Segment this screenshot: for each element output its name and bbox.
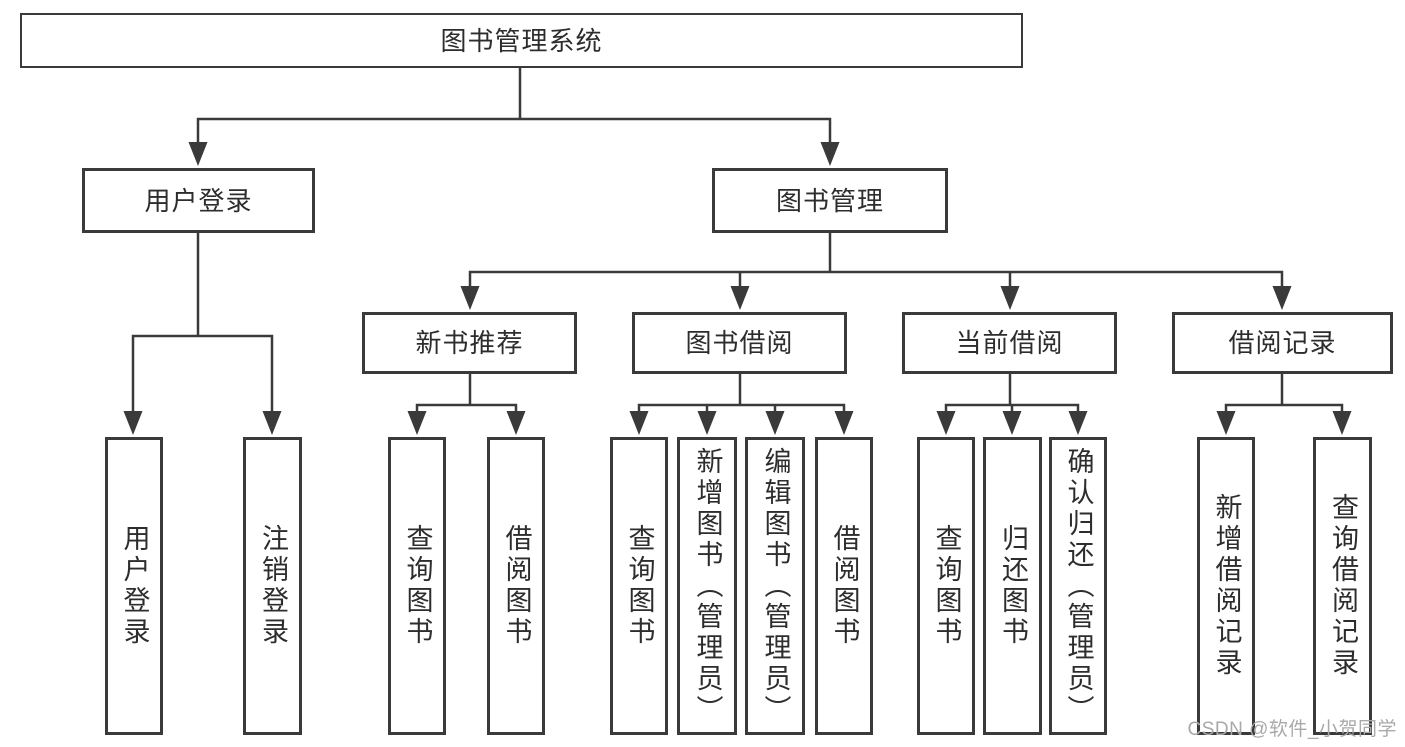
node-label: 查询图书 — [402, 524, 433, 648]
leaf-logout: 注销登录 — [243, 437, 302, 735]
leaf-borrow-books-recommend: 借阅图书 — [487, 437, 545, 735]
node-label: 图书管理 — [775, 185, 884, 216]
node-label: 图书借阅 — [685, 328, 794, 358]
node-borrowing-records: 借阅记录 — [1172, 312, 1393, 374]
leaf-user-login: 用户登录 — [105, 437, 163, 735]
node-library-management-system: 图书管理系统 — [20, 13, 1023, 68]
node-label: 用户登录 — [119, 524, 150, 648]
leaf-query-books-borrow: 查询图书 — [610, 437, 668, 735]
connector-new-book-to-leaves — [415, 372, 518, 417]
leaf-query-books-recommend: 查询图书 — [388, 437, 446, 735]
node-label: 借阅记录 — [1228, 328, 1337, 358]
node-label: 新书推荐 — [415, 328, 524, 358]
csdn-watermark: CSDN @软件_小贺同学 — [1187, 719, 1397, 740]
leaf-add-book-admin: 新增图书（管理员） — [677, 437, 737, 735]
leaf-edit-book-admin: 编辑图书（管理员） — [745, 437, 805, 735]
node-label: 当前借阅 — [955, 328, 1064, 358]
leaf-confirm-return-admin: 确认归还（管理员） — [1049, 437, 1107, 735]
node-book-borrowing: 图书借阅 — [632, 312, 847, 374]
node-label: 新增图书（管理员） — [692, 446, 723, 726]
node-label: 归还图书 — [998, 524, 1028, 648]
connector-book-management-to-level3 — [468, 230, 1284, 292]
node-label: 查询图书 — [624, 524, 655, 648]
connector-borrow-records-to-leaves — [1224, 373, 1344, 417]
node-label: 编辑图书（管理员） — [760, 446, 791, 726]
connector-user-login-to-leaves — [131, 231, 274, 417]
node-label: 确认归还（管理员） — [1063, 446, 1094, 726]
leaf-borrow-books: 借阅图书 — [815, 437, 873, 735]
node-user-login: 用户登录 — [82, 168, 315, 233]
node-label: 查询图书 — [931, 524, 962, 648]
connector-current-borrow-to-leaves — [944, 372, 1080, 417]
node-current-borrowing: 当前借阅 — [902, 312, 1117, 374]
leaf-return-book: 归还图书 — [983, 437, 1042, 735]
leaf-query-books-current: 查询图书 — [917, 437, 975, 735]
leaf-add-borrow-record: 新增借阅记录 — [1197, 437, 1255, 735]
node-label: 新增借阅记录 — [1211, 493, 1242, 679]
node-new-book-recommendation: 新书推荐 — [362, 312, 577, 374]
node-label: 用户登录 — [144, 185, 253, 216]
connector-root-to-level2 — [196, 66, 832, 148]
connector-book-borrow-to-leaves — [637, 372, 846, 417]
node-label: 借阅图书 — [501, 524, 532, 648]
leaf-query-borrow-record: 查询借阅记录 — [1313, 437, 1372, 735]
node-book-management: 图书管理 — [712, 168, 948, 233]
node-label: 借阅图书 — [829, 524, 860, 648]
node-label: 查询借阅记录 — [1328, 493, 1358, 679]
node-label: 注销登录 — [258, 524, 288, 648]
node-label: 图书管理系统 — [440, 25, 603, 56]
